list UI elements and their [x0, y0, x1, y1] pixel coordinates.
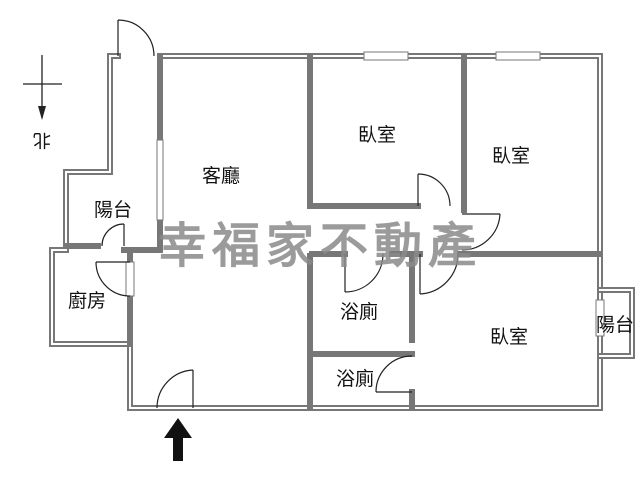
- north-compass: 北: [23, 55, 62, 150]
- window-kitchen: [125, 261, 135, 297]
- entrance-arrow-icon: [164, 418, 192, 461]
- door-bath-mid: [344, 253, 384, 293]
- window-balcony-right: [595, 299, 605, 337]
- door-kitchen: [95, 261, 131, 297]
- window-living-sliding: [156, 139, 164, 221]
- bath-mid-label: 浴廁: [340, 300, 378, 323]
- door-bedroom-right: [461, 213, 501, 251]
- compass-north-label: 北: [33, 129, 51, 150]
- bedroom-top-mid-label: 臥室: [358, 124, 396, 146]
- door-bedroom-bottom: [419, 253, 459, 295]
- bedroom-top-right-label: 臥室: [492, 145, 530, 167]
- doors: [95, 19, 501, 409]
- windows: [125, 51, 605, 337]
- door-balcony: [101, 223, 125, 247]
- living-room-label: 客廳: [202, 165, 240, 187]
- bath-low-label: 浴廁: [336, 367, 374, 390]
- door-main-entrance: [156, 369, 194, 409]
- window-top-right-bedroom: [495, 51, 541, 61]
- kitchen-label: 廚房: [68, 289, 106, 312]
- door-bedroom-mid: [417, 173, 451, 207]
- balcony-left-label: 陽台: [94, 199, 132, 221]
- door-bath-low: [375, 355, 413, 393]
- compass-arrow-icon: [38, 106, 46, 120]
- bedroom-bottom-right-label: 臥室: [490, 326, 528, 348]
- watermark-text: 幸福家不動產: [158, 218, 482, 274]
- exterior-walls: [49, 53, 635, 411]
- window-top-bedroom: [363, 51, 409, 61]
- door-top-entrance: [117, 19, 155, 57]
- balcony-right-label: 陽台: [596, 314, 634, 336]
